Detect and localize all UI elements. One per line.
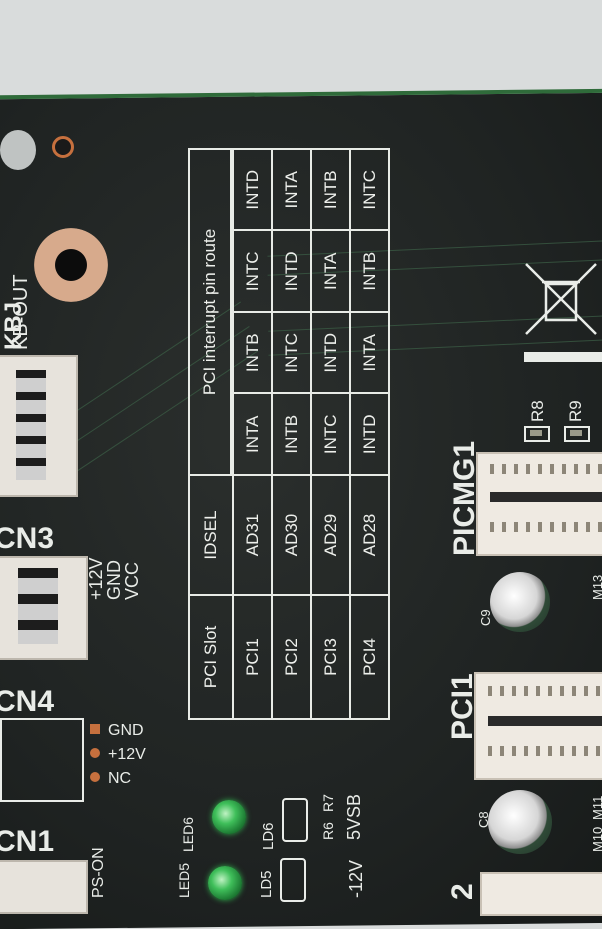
cn4-label: CN4 (0, 685, 55, 718)
cell-pin: INTD (233, 149, 272, 231)
weee-bar (524, 352, 602, 362)
m13-label: M13 (590, 574, 602, 600)
kb-out-label: KB-OUT (10, 274, 32, 350)
minus12v-label: -12V (346, 859, 366, 898)
ld5-label: LD5 (258, 870, 275, 898)
r9-resistor (564, 426, 590, 442)
led6-label: LED6 (180, 816, 196, 852)
5vsb-label: 5VSB (344, 793, 364, 840)
connector-pins (18, 568, 58, 644)
cell-idsel: AD29 (311, 475, 350, 595)
cell-pin: INTC (311, 393, 350, 475)
cn4-outline (0, 718, 84, 802)
led5-green (208, 866, 242, 900)
mounting-hole (0, 130, 36, 170)
cell-idsel: AD31 (233, 475, 272, 595)
cn3-pin-label: VCC (122, 561, 142, 600)
r7-label: R7 (320, 794, 336, 812)
m11-label: M11 (590, 795, 602, 820)
cell-pin: INTC (350, 149, 389, 231)
cell-slot: PCI4 (350, 595, 389, 719)
pci1-slot (474, 672, 602, 780)
via-pad (52, 136, 74, 158)
pin-pad (90, 772, 100, 782)
slot2-label: 2 (446, 883, 479, 900)
weee-bin-icon (525, 263, 597, 335)
cell-pin: INTB (233, 312, 272, 394)
cell-pin: INTC (272, 312, 311, 394)
led6-green (212, 800, 246, 834)
cell-pin: INTD (272, 230, 311, 312)
c9-capacitor (490, 572, 550, 632)
cell-pin: INTA (233, 393, 272, 475)
cell-slot: PCI3 (311, 595, 350, 719)
cell-pin: INTB (350, 230, 389, 312)
cn4-pin-label: GND (108, 722, 144, 739)
cell-pin: INTD (350, 393, 389, 475)
ps-on-label: PS-ON (90, 847, 107, 898)
header-route-title: PCI interrupt pin route (189, 149, 231, 475)
cell-pin: INTB (272, 393, 311, 475)
r8-label: R8 (528, 400, 547, 422)
cell-slot: PCI2 (272, 595, 311, 719)
cell-pin: INTA (311, 230, 350, 312)
pin-pad (90, 724, 100, 734)
cell-pin: INTA (272, 149, 311, 231)
r8-resistor (524, 426, 550, 442)
c8-capacitor (488, 790, 552, 854)
cell-idsel: AD28 (350, 475, 389, 595)
cell-slot: PCI1 (233, 595, 272, 719)
cn4-pin-label: +12V (108, 746, 146, 763)
cn4-pin-label: NC (108, 770, 132, 787)
cell-pin: INTA (350, 312, 389, 394)
header-idsel: IDSEL (189, 475, 233, 595)
cn3-label: CN3 (0, 522, 55, 555)
cell-pin: INTC (233, 230, 272, 312)
cn1-label: CN1 (0, 825, 55, 858)
route-table: PCI Slot IDSEL PCI interrupt pin route P… (188, 148, 390, 720)
r6-label: R6 (320, 822, 336, 840)
led5-label: LED5 (176, 862, 192, 898)
pci2-slot (480, 872, 602, 916)
cell-pin: INTD (311, 312, 350, 394)
cell-pin: INTB (311, 149, 350, 231)
header-pci-slot: PCI Slot (189, 595, 233, 719)
pin-pad (90, 748, 100, 758)
r9-label: R9 (566, 400, 585, 422)
cn1-connector (0, 860, 88, 914)
picmg1-slot (476, 452, 602, 556)
kb-screw-hole (34, 228, 108, 302)
cell-idsel: AD30 (272, 475, 311, 595)
connector-pins (16, 370, 46, 480)
ld6-label: LD6 (260, 822, 277, 850)
m10-label: M10 (590, 826, 602, 852)
pci-interrupt-table: PCI Slot IDSEL PCI interrupt pin route P… (188, 148, 390, 720)
ld6-outline (282, 798, 308, 842)
ld5-outline (280, 858, 306, 902)
